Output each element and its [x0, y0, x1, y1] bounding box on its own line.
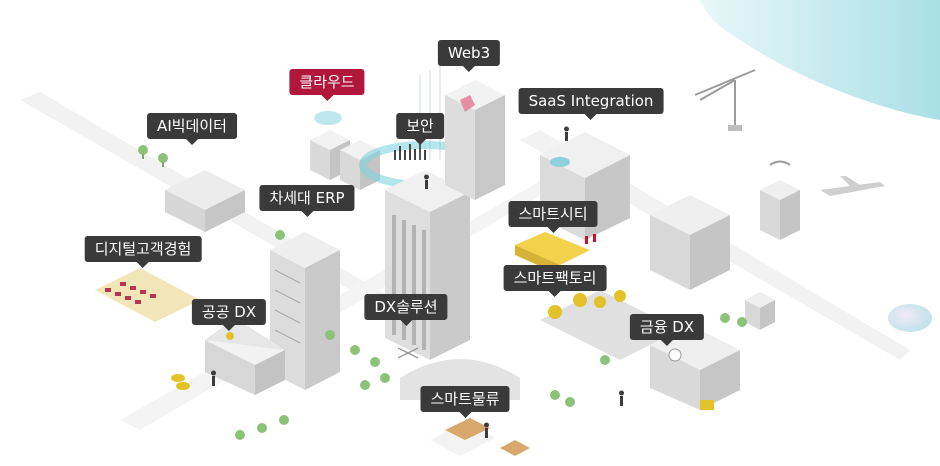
label-digital-customer-experience[interactable]: 디지털고객경험 — [84, 236, 202, 268]
label-finance-dx[interactable]: 금융 DX — [629, 314, 705, 346]
airplane — [820, 176, 885, 196]
label-ai-bigdata[interactable]: AI빅데이터 — [147, 113, 237, 145]
teal-background-shape — [700, 0, 940, 120]
label-web3[interactable]: Web3 — [437, 40, 501, 72]
label-smart-factory[interactable]: 스마트팩토리 — [503, 265, 607, 297]
label-security[interactable]: 보안 — [396, 113, 444, 145]
label-public-dx[interactable]: 공공 DX — [191, 299, 267, 331]
label-saas-integration[interactable]: SaaS Integration — [518, 88, 664, 120]
label-next-gen-erp[interactable]: 차세대 ERP — [259, 185, 355, 217]
decorative-bubble — [888, 304, 932, 332]
label-smart-city[interactable]: 스마트시티 — [508, 201, 598, 233]
label-smart-logistics[interactable]: 스마트물류 — [420, 386, 510, 418]
label-cloud[interactable]: 클라우드 — [289, 69, 365, 101]
label-dx-solution[interactable]: DX솔루션 — [364, 294, 448, 326]
